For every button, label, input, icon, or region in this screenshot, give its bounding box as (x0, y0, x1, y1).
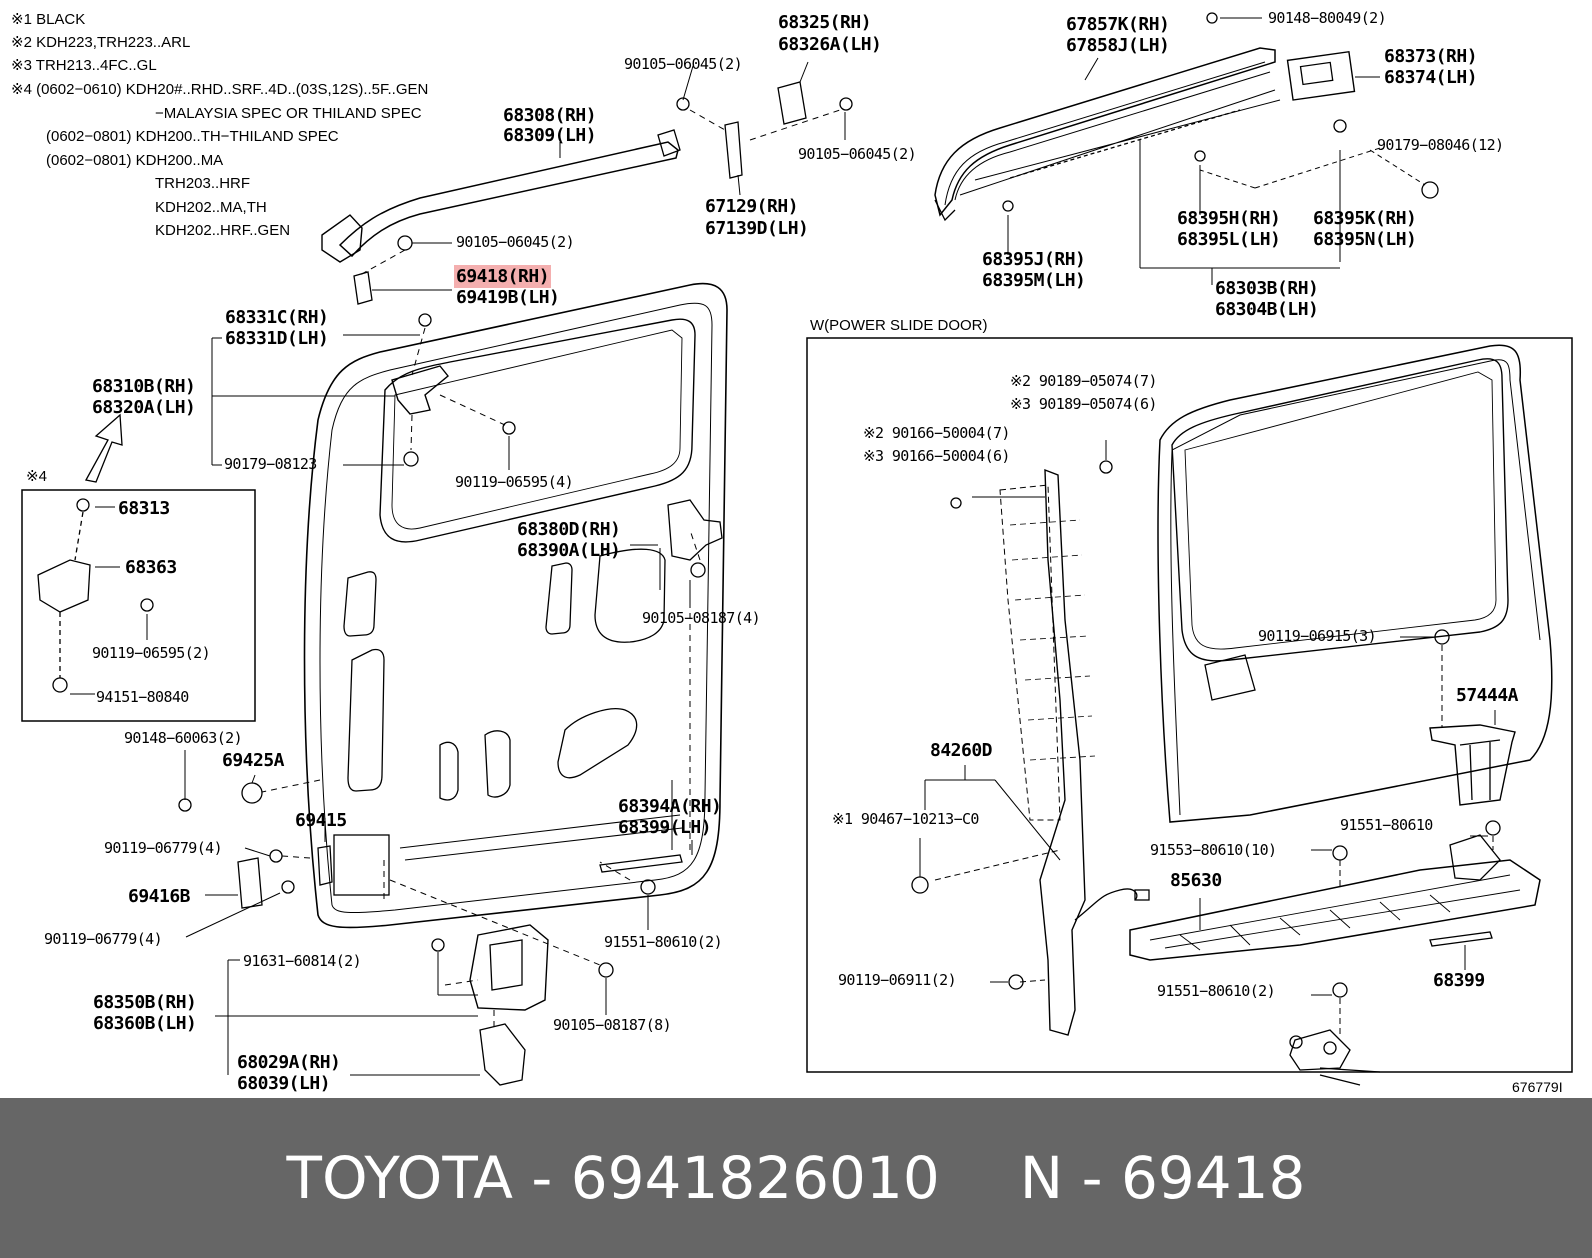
part-label: 68326A(LH) (778, 34, 882, 55)
part-label: 68390A(LH) (517, 540, 621, 561)
part-label: 69425A (222, 750, 285, 771)
note-6: (0602−0801) KDH200..TH−THILAND SPEC (46, 128, 339, 145)
note-10: KDH202..HRF..GEN (155, 222, 291, 239)
highlighted-part-label: 69418(RH) (454, 265, 552, 288)
part-label: 68313 (118, 498, 170, 519)
part-label: 68395N(LH) (1313, 229, 1417, 250)
part-label: ※2 90189−05074(7) (1010, 372, 1157, 390)
footer-illustration-code: N - 69418 (1019, 1144, 1306, 1212)
footer-brand-part-number: TOYOTA - 6941826010 (286, 1144, 940, 1212)
part-label: ※1 90467−10213−C0 (832, 810, 979, 828)
part-label: 68395L(LH) (1177, 229, 1281, 250)
part-label: 69416B (128, 886, 191, 907)
part-label: 91631−60814(2) (243, 952, 362, 970)
part-label: 91551−80610(2) (604, 933, 723, 951)
part-label: 68308(RH) (503, 105, 597, 126)
part-label: 68325(RH) (778, 12, 872, 33)
part-label: 91551−80610 (1340, 816, 1433, 834)
part-label: 67858J(LH) (1066, 35, 1170, 56)
part-label: 68395H(RH) (1177, 208, 1281, 229)
part-label: 84260D (930, 740, 993, 761)
part-label: 90105−08187(8) (553, 1016, 672, 1034)
part-label: 67139D(LH) (705, 218, 809, 239)
part-label: ※3 90166−50004(6) (863, 447, 1010, 465)
door-panel-drawing (303, 282, 728, 929)
part-label: 90148−60063(2) (124, 729, 243, 747)
footer-banner: TOYOTA - 6941826010 N - 69418 (0, 1098, 1592, 1258)
part-label: 68309(LH) (503, 125, 597, 146)
part-label: 68399 (1433, 970, 1485, 991)
power-slide-door-frame (806, 337, 1573, 1073)
part-label: 91553−80610(10) (1150, 841, 1277, 859)
part-label: ※2 90166−50004(7) (863, 424, 1010, 442)
part-label: 90119−06595(4) (455, 473, 574, 491)
power-slide-door-title: W(POWER SLIDE DOOR) (810, 317, 988, 334)
part-label: 90105−08187(4) (642, 609, 761, 627)
part-label: 68350B(RH) (93, 992, 197, 1013)
parts-diagram: ※1 BLACK ※2 KDH223,TRH223..ARL ※3 TRH213… (11, 9, 1573, 1095)
part-label: 68395M(LH) (982, 270, 1086, 291)
part-label: 68374(LH) (1384, 67, 1478, 88)
part-label: 68304B(LH) (1215, 299, 1319, 320)
part-label: 90179−08123 (224, 455, 317, 473)
part-label: 68310B(RH) (92, 376, 196, 397)
part-label: 69415 (295, 810, 347, 831)
part-label: 91551−80610(2) (1157, 982, 1276, 1000)
diagram-drawing (21, 12, 1573, 1086)
note-9: KDH202..MA,TH (155, 199, 267, 216)
part-label: 90119−06595(2) (92, 644, 211, 662)
note-5: −MALAYSIA SPEC OR THILAND SPEC (155, 105, 422, 122)
box-mark: ※4 (26, 468, 47, 485)
note-8: TRH203..HRF (155, 175, 251, 192)
part-label: 68380D(RH) (517, 519, 621, 540)
part-label: 68399(LH) (618, 817, 712, 838)
part-label: 68303B(RH) (1215, 278, 1319, 299)
part-label: 85630 (1170, 870, 1222, 891)
part-label: 68360B(LH) (93, 1013, 197, 1034)
part-label: ※3 90189−05074(6) (1010, 395, 1157, 413)
power-door-drawing (911, 344, 1553, 1086)
note-1: ※1 BLACK (11, 11, 86, 28)
part-label: 68331D(LH) (225, 328, 329, 349)
part-label: 90105−06045(2) (624, 55, 743, 73)
highlighted-part-number: 69418(RH) (454, 265, 552, 288)
part-label: 67857K(RH) (1066, 14, 1170, 35)
part-label: 90119−06779(4) (104, 839, 223, 857)
part-label: 57444A (1456, 685, 1519, 706)
part-label: 68363 (125, 557, 177, 578)
note-7: (0602−0801) KDH200..MA (46, 152, 224, 169)
diagram-id: 676779I (1512, 1079, 1563, 1095)
part-label: 90105−06045(2) (456, 233, 575, 251)
part-label: 68029A(RH) (237, 1052, 341, 1073)
part-label: 94151−80840 (96, 688, 189, 706)
part-label: 68394A(RH) (618, 796, 722, 817)
part-label: 67129(RH) (705, 196, 799, 217)
note-4: ※4 (0602−0610) KDH20#..RHD..SRF..4D..(03… (11, 81, 429, 98)
part-label: 90105−06045(2) (798, 145, 917, 163)
part-label: 68039(LH) (237, 1073, 331, 1094)
part-label: 68331C(RH) (225, 307, 329, 328)
note-2: ※2 KDH223,TRH223..ARL (11, 34, 191, 51)
part-label: 90119−06779(4) (44, 930, 163, 948)
part-label: 68395J(RH) (982, 249, 1086, 270)
part-label: 90119−06915(3) (1258, 627, 1377, 645)
part-label: 68373(RH) (1384, 46, 1478, 67)
part-label: 69419B(LH) (456, 287, 560, 308)
part-label: 90119−06911(2) (838, 971, 957, 989)
part-label: 68320A(LH) (92, 397, 196, 418)
part-label: 90148−80049(2) (1268, 9, 1387, 27)
part-label: 68395K(RH) (1313, 208, 1417, 229)
note-3: ※3 TRH213..4FC..GL (11, 57, 157, 74)
part-label: 90179−08046(12) (1377, 136, 1504, 154)
